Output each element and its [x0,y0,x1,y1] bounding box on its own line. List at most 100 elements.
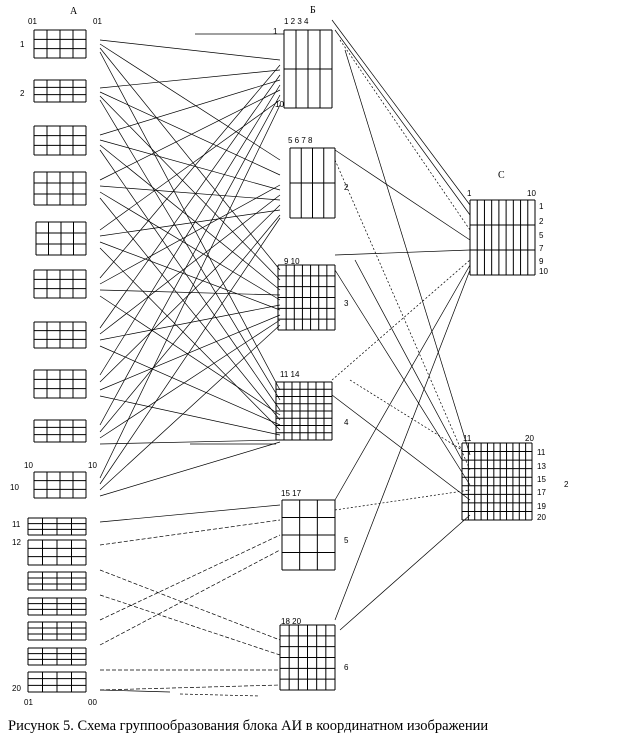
link-lines [99,19,471,697]
link-a-b-34 [99,214,281,433]
block-a-name: А [70,6,78,17]
link-a-b-29 [99,84,281,376]
block-b-sub6-num: 6 [344,663,349,672]
link-a-b-20 [99,247,281,431]
block-c-top-right: 10 [527,189,536,198]
link-b-c-8 [334,269,471,486]
link-a-b-43 [99,569,281,641]
link-a-b-45 [99,534,281,621]
link-a-b-15 [99,191,281,301]
link-a-b-6 [99,91,281,176]
block-b-sub6-digits: 18 20 [281,617,302,626]
link-b-c-6 [334,159,471,471]
link-b-c-14 [339,514,471,631]
link-a-b-23 [99,289,281,296]
link-a-b-38 [99,217,281,485]
link-b-c-16 [354,259,463,461]
block-b-sub2-digits: 5 6 7 8 [288,136,313,145]
block-b-left-1: 1 [273,27,278,36]
link-a-b-5 [99,69,281,89]
link-b-c-7 [334,249,471,256]
link-a-b-3 [99,47,281,271]
block-c-row-10: 10 [539,267,548,276]
block-c-row-2: 2 [539,217,544,226]
link-a-b-11 [99,144,281,291]
link-b-c-15 [349,379,463,451]
link-a-b-32 [99,395,281,436]
block-c2-row-11: 11 [537,448,546,457]
link-a-b-26 [99,194,281,335]
block-b-sub5-num: 5 [344,536,349,545]
link-a-b-19 [99,241,281,311]
block-c2-row-17: 17 [537,488,546,497]
link-a-b-12 [99,149,281,411]
block-c2-row-19: 19 [537,502,546,511]
block-b-sub2-num: 2 [344,183,349,192]
block-a-mid-right: 10 [88,461,97,470]
link-a-b-18 [99,209,281,237]
block-a-mid-left: 10 [24,461,33,470]
link-b-c-3 [339,39,471,231]
link-a-b-36 [99,439,281,445]
block-c2-top-left: 11 [463,434,472,443]
block-c-top-left: 1 [467,189,472,198]
link-a-b-9 [99,79,281,136]
link-b-c-9 [331,259,471,381]
link-b-c-1 [331,19,471,206]
block-b-sub4-digits: 11 14 [280,370,300,379]
block-a-row12: 12 [12,538,21,547]
link-a-b-14 [99,185,281,201]
link-a-b-2 [99,43,281,161]
figure-caption: Рисунок 5. Схема группообразования блока… [8,718,489,734]
block-c2-row-13: 13 [537,462,546,471]
link-a-b-1 [99,39,281,61]
link-a-b-8 [99,99,281,401]
block-a-row11: 11 [12,520,21,529]
link-a-b-7 [99,95,281,281]
block-c2-num: 2 [564,480,569,489]
link-a-b-33 [99,94,281,426]
block-b-sub3-num: 3 [344,299,349,308]
block-c-row-7: 7 [539,244,544,253]
block-a-bottom-right: 00 [88,698,97,707]
link-a-b-21 [99,64,281,279]
link-a-b-24 [99,295,281,416]
block-c-row-5: 5 [539,231,544,240]
block-c2-row-15: 15 [537,475,546,484]
block-a-mid-row: 10 [10,483,19,492]
link-a-b-27 [99,304,281,341]
block-a-bottom-left: 01 [24,698,33,707]
link-a-b-28 [99,345,281,426]
link-a-b-42 [99,519,281,546]
stub-a-bottom [99,689,171,693]
block-c2-row-20: 20 [537,513,546,522]
link-b-c-11 [334,264,471,501]
link-a-b-4 [99,51,281,391]
block-a-row2: 2 [20,89,25,98]
block-b-sub5-digits: 15 17 [281,489,302,498]
link-a-b-31 [99,314,281,391]
link-b-c-10 [331,394,471,501]
link-a-b-17 [99,99,281,231]
link-b-c-12 [334,489,471,511]
block-b-sub4-num: 4 [344,418,349,427]
link-a-b-30 [99,204,281,383]
link-a-b-40 [99,441,281,497]
block-b-top-digits: 1 2 3 4 [284,17,309,26]
link-a-b-35 [99,319,281,439]
link-a-b-37 [99,104,281,479]
link-a-b-22 [99,184,281,285]
block-a-row1: 1 [20,40,25,49]
link-a-b-39 [99,324,281,491]
link-b-c-13 [334,269,471,621]
link-a-b-48 [99,684,281,691]
link-a-b-25 [99,74,281,329]
block-c-row-1: 1 [539,202,544,211]
block-c-name: С [498,170,505,181]
block-b-left-10: 10 [275,100,284,109]
block-a-top-left: 01 [28,17,37,26]
switch-grids [27,29,536,693]
link-a-b-44 [99,594,281,656]
link-b-c-2 [334,29,471,216]
